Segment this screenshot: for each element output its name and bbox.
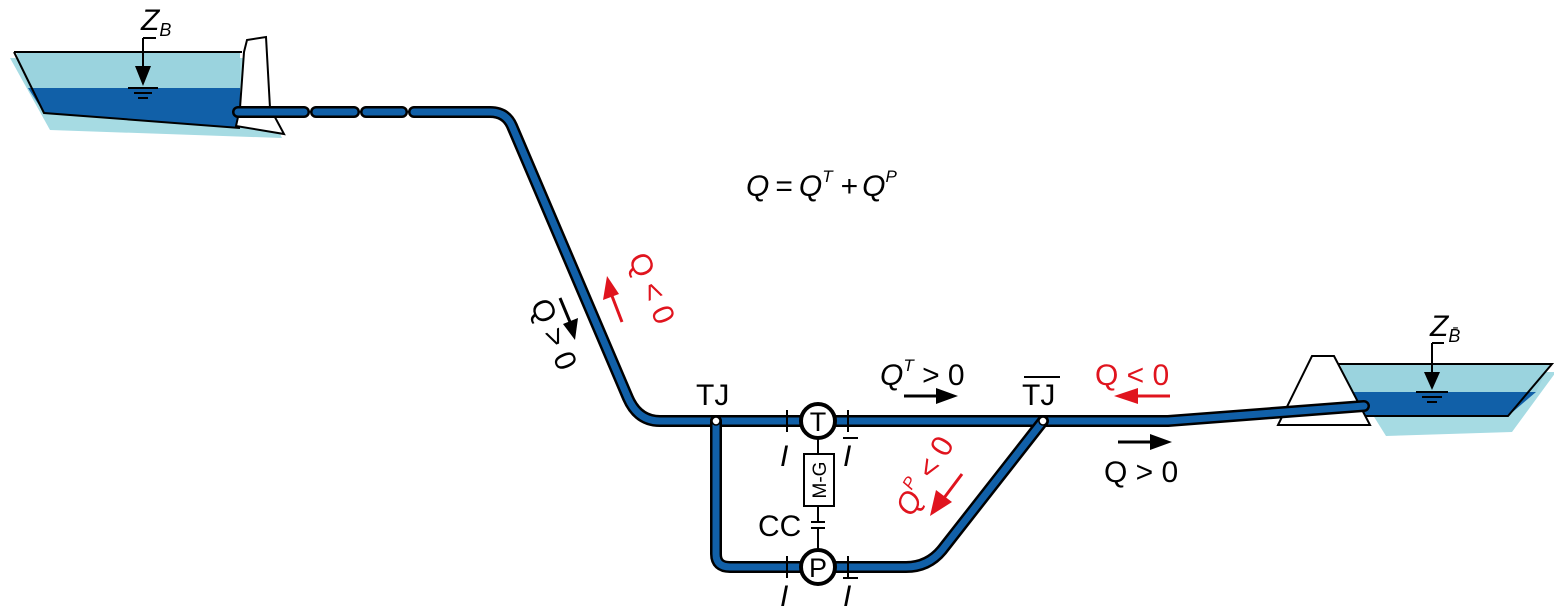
penstock-positive-flow: Q > 0 xyxy=(524,294,583,375)
penstock-negative-arrow-shaft xyxy=(610,295,624,323)
tailrace-positive-arrow-head xyxy=(1150,434,1172,450)
motor-generator-box xyxy=(803,453,835,507)
turbine-inlet-section-label: I xyxy=(780,440,788,473)
upper-reservoir-bed xyxy=(13,51,241,129)
pump-label: P xyxy=(809,553,827,583)
upper-level-label: ZB xyxy=(140,4,171,40)
turbine-label: T xyxy=(810,407,827,437)
tailrace-negative-arrow-head xyxy=(1114,388,1138,404)
pump-inlet-section-label: I xyxy=(780,580,788,610)
flow-equation: Q=QT+QP xyxy=(746,167,897,203)
turbine-positive-label: QT > 0 xyxy=(880,356,965,392)
tj-bar-junction-dot xyxy=(1038,416,1048,426)
tj-bar-label: TJ xyxy=(1022,379,1055,412)
lower-reservoir: ZB̄ xyxy=(1276,310,1554,436)
pump-negative-arrow-shaft xyxy=(942,473,964,499)
upper-reservoir: ZB xyxy=(10,4,286,138)
penstock-negative-flow: Q < 0 xyxy=(603,248,681,329)
pump-icon xyxy=(799,548,837,586)
lower-reservoir-outline xyxy=(1338,363,1554,417)
penstock-negative-arrow-head xyxy=(603,276,619,300)
pump-outlet-section-label: I xyxy=(843,580,851,610)
upper-reservoir-water-light xyxy=(16,52,240,88)
penstock-positive-arrow-head xyxy=(563,318,578,340)
pump-negative-arrow-head xyxy=(930,490,952,516)
tailrace-positive-flow: Q > 0 xyxy=(1104,434,1178,489)
tailrace-negative-flow: Q < 0 xyxy=(1095,359,1170,404)
pump-branch xyxy=(710,415,1049,573)
pump-negative-label: QP < 0 xyxy=(887,429,961,521)
pump-negative-flow: QP < 0 xyxy=(887,429,964,522)
upper-reservoir-water-dark xyxy=(28,88,240,128)
turbine-icon xyxy=(799,402,837,440)
machine-set: M-G T P xyxy=(799,402,837,586)
tailrace-negative-label: Q < 0 xyxy=(1095,359,1169,392)
main-pipe xyxy=(710,400,1370,427)
penstock xyxy=(232,106,722,427)
lower-reservoir-water-dark xyxy=(1350,392,1536,416)
lower-reservoir-water-light xyxy=(1340,364,1550,392)
lower-level-arrow-head xyxy=(1424,372,1440,390)
motor-generator-label: M-G xyxy=(810,462,831,499)
penstock-negative-label: Q < 0 xyxy=(622,248,681,329)
lower-level-label: ZB̄ xyxy=(1429,310,1460,346)
upper-level-arrow-head xyxy=(135,66,151,86)
penstock-positive-arrow-shaft xyxy=(558,297,572,323)
upper-dam xyxy=(234,35,286,136)
tj-junction-dot xyxy=(711,416,721,426)
tj-label: TJ xyxy=(696,379,729,412)
section-ticks xyxy=(786,410,849,578)
turbine-positive-flow: QT > 0 xyxy=(880,356,965,404)
tailrace-positive-label: Q > 0 xyxy=(1104,456,1178,489)
clutch-label: CC xyxy=(758,510,801,543)
turbine-positive-arrow-head xyxy=(936,388,958,404)
turbine-outlet-section-label: I xyxy=(843,440,851,473)
